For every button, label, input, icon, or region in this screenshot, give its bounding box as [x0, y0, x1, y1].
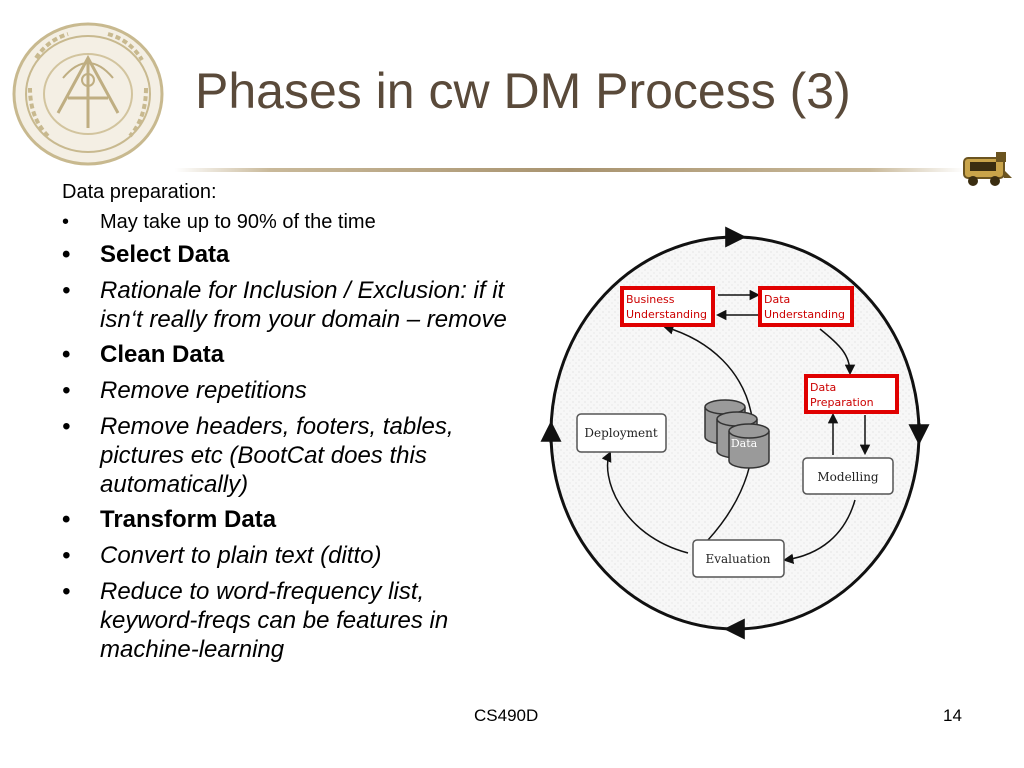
data-preparation-line2: Preparation: [810, 396, 874, 409]
bullet-item: • Reduce to word-frequency list, keyword-…: [62, 578, 512, 664]
bullet-marker: •: [62, 412, 71, 440]
footer-course-code: CS490D: [474, 706, 539, 725]
crisp-dm-diagram: Business Understanding Data Understandin…: [540, 226, 930, 640]
bullet-marker: •: [62, 506, 71, 534]
data-understanding-line2: Understanding: [764, 308, 845, 321]
purdue-train-icon: [963, 152, 1012, 186]
business-understanding-line2: Understanding: [626, 308, 707, 321]
evaluation-box: Evaluation: [692, 539, 785, 578]
data-understanding-box: Data Understanding: [758, 286, 854, 327]
bullet-text: Select Data: [100, 241, 230, 268]
data-store-icon: Data: [704, 399, 770, 469]
data-understanding-line1: Data: [764, 293, 790, 306]
bullet-marker: •: [62, 241, 71, 268]
bullet-text: Reduce to word-frequency list, keyword-f…: [100, 577, 449, 663]
modelling-box: Modelling: [802, 457, 894, 495]
bullet-text: Clean Data: [100, 341, 225, 369]
modelling-label: Modelling: [817, 470, 879, 484]
title-divider: [175, 168, 965, 172]
inner-right-arc: [782, 499, 856, 565]
bullet-text: Transform Data: [100, 506, 277, 534]
bullet-item: • Clean Data: [62, 341, 512, 370]
page-number: 14: [943, 706, 962, 725]
bullet-item: • Transform Data: [62, 506, 512, 535]
data-store-label: Data: [731, 437, 758, 450]
deployment-box: Deployment: [576, 413, 667, 453]
bullet-item: • Convert to plain text (ditto): [62, 542, 512, 571]
business-understanding-box: Business Understanding: [620, 286, 715, 327]
section-lead: Data preparation:: [62, 181, 217, 203]
bullet-item: • Select Data: [62, 241, 512, 270]
bullet-item: • May take up to 90% of the time: [62, 210, 512, 234]
bullet-marker: •: [62, 377, 71, 405]
inner-return-arc: [662, 324, 755, 541]
bullet-text: Remove headers, footers, tables, picture…: [100, 412, 454, 498]
bullet-text: Convert to plain text (ditto): [100, 542, 382, 570]
bullet-marker: •: [62, 211, 70, 233]
bullet-marker: •: [62, 276, 71, 304]
slide-body: Data preparation: • May take up to 90% of…: [62, 180, 512, 671]
bullet-text: Rationale for Inclusion / Exclusion: if …: [100, 276, 507, 333]
bullet-item: • Remove repetitions: [62, 377, 512, 406]
deployment-label: Deployment: [584, 426, 657, 440]
business-understanding-line1: Business: [626, 293, 675, 306]
bullet-marker: •: [62, 577, 71, 605]
bullet-text: Remove repetitions: [100, 377, 307, 405]
purdue-seal-logo: [12, 22, 164, 166]
inner-left-arc: [601, 451, 689, 554]
bullet-item: • Remove headers, footers, tables, pictur…: [62, 413, 512, 499]
bullet-item: • Rationale for Inclusion / Exclusion: if…: [62, 277, 512, 335]
bullet-list: • May take up to 90% of the time • Select …: [62, 210, 512, 664]
data-preparation-line1: Data: [810, 381, 836, 394]
bullet-text: May take up to 90% of the time: [100, 211, 376, 233]
data-preparation-box: Data Preparation: [804, 374, 899, 414]
slide-title: Phases in cw DM Process (3): [195, 63, 851, 119]
evaluation-label: Evaluation: [705, 552, 770, 566]
arrow-du-to-prep: [819, 328, 856, 376]
bullet-marker: •: [62, 542, 71, 570]
bullet-marker: •: [62, 341, 71, 369]
